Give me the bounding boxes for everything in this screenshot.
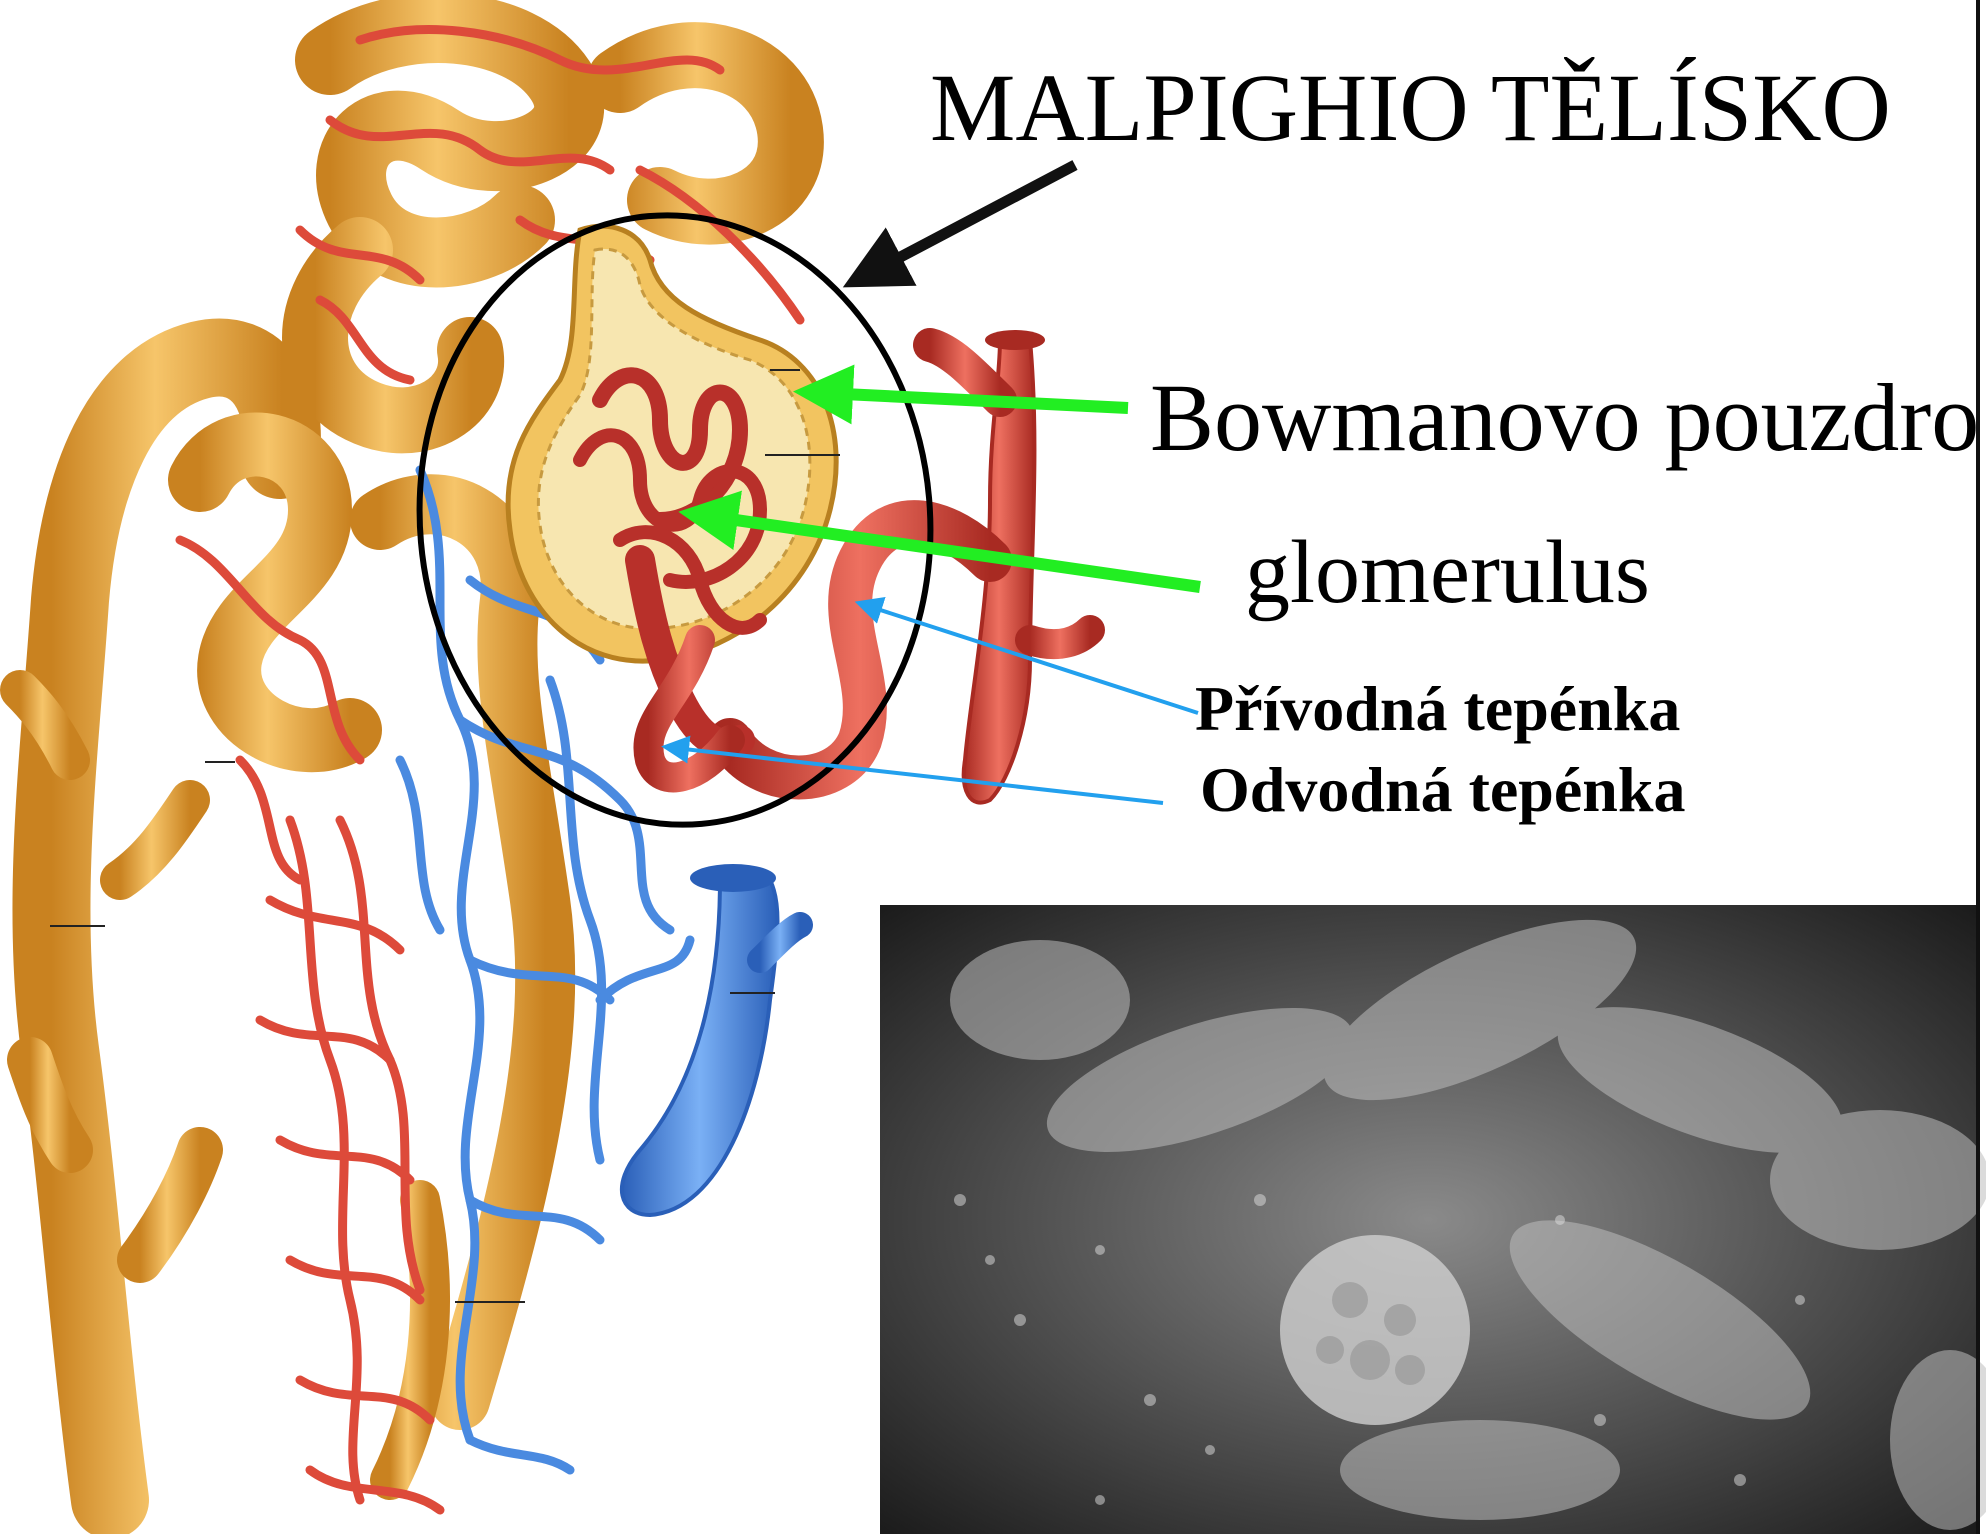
bowman-capsule-label: Bowmanovo pouzdro (1150, 370, 1979, 466)
efferent-arteriole-label: Odvodná tepénka (1200, 758, 1685, 822)
glomerulus-label: glomerulus (1245, 528, 1650, 618)
page-border (1976, 0, 1980, 1534)
renal-artery-opening (985, 330, 1045, 350)
afferent-arteriole-label: Přívodná tepénka (1195, 677, 1680, 741)
collecting-duct (20, 358, 282, 1500)
artery-branch-upper (930, 345, 1000, 400)
title-arrow (872, 165, 1075, 272)
artery-branch-lower (1030, 630, 1090, 644)
title-label: MALPIGHIO TĚLÍSKO (930, 60, 1891, 156)
renal-vein-opening (690, 864, 776, 892)
renal-vein (622, 880, 778, 1215)
afferent-arrow (868, 606, 1198, 713)
electron-micrograph (880, 884, 1986, 1534)
bowman-arrow (823, 393, 1128, 408)
